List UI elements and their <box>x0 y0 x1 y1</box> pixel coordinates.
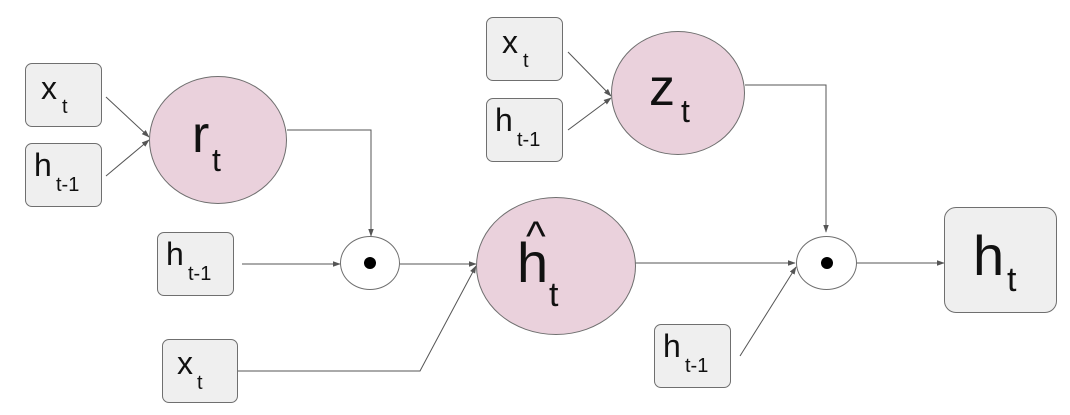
reset-gate-node: r t <box>149 76 287 204</box>
input-xt-reset: x t <box>25 63 102 127</box>
final-product-operator <box>796 236 857 290</box>
gate-base-label: z <box>649 59 675 117</box>
wire-xt-to-zt <box>567 51 612 97</box>
input-sub-label: t-1 <box>517 129 541 151</box>
input-base-label: x <box>177 345 193 381</box>
input-base-label: x <box>41 70 57 106</box>
input-base-label: h <box>663 328 681 364</box>
input-ht1-reset-product: h t-1 <box>157 232 234 296</box>
input-base-label: h <box>34 147 52 183</box>
input-base-label: x <box>502 24 518 60</box>
wire-xt-to-rt <box>105 96 150 138</box>
gate-sub-label: t <box>549 276 559 314</box>
reset-product-operator <box>340 236 400 290</box>
wire-zt-to-product <box>745 84 829 233</box>
input-sub-label: t <box>62 96 68 118</box>
output-ht-node: h t <box>944 207 1057 313</box>
input-base-label: h <box>495 102 513 138</box>
input-sub-label: t-1 <box>56 174 80 196</box>
wire-rt-to-product <box>287 129 374 237</box>
candidate-state-node: ^ h t <box>476 197 636 335</box>
input-xt-candidate: x t <box>162 339 238 403</box>
input-sub-label: t-1 <box>188 263 212 285</box>
output-sub-label: t <box>1007 261 1017 299</box>
wire-ht1-to-final-product <box>739 266 797 357</box>
wire-ht1-to-zt <box>567 97 612 131</box>
product-dot-icon <box>820 257 833 269</box>
wire-xt-to-candidate <box>238 265 477 372</box>
input-sub-label: t <box>197 372 203 394</box>
input-xt-update: x t <box>486 17 563 81</box>
update-gate-node: z t <box>611 31 745 155</box>
input-ht1-update: h t-1 <box>486 98 563 162</box>
output-base-label: h <box>973 224 1005 287</box>
input-ht1-reset: h t-1 <box>25 143 102 207</box>
input-base-label: h <box>166 236 184 272</box>
gate-sub-label: t <box>681 93 690 129</box>
input-sub-label: t <box>523 50 529 72</box>
input-ht1-final-product: h t-1 <box>654 324 731 388</box>
wire-ht1-to-rt <box>105 139 150 177</box>
gate-base-label: h <box>517 231 549 294</box>
gate-sub-label: t <box>212 142 221 178</box>
candidate-hat-label: ^ <box>526 212 546 259</box>
product-dot-icon <box>364 257 376 269</box>
input-sub-label: t-1 <box>685 355 709 377</box>
gate-base-label: r <box>192 106 210 164</box>
